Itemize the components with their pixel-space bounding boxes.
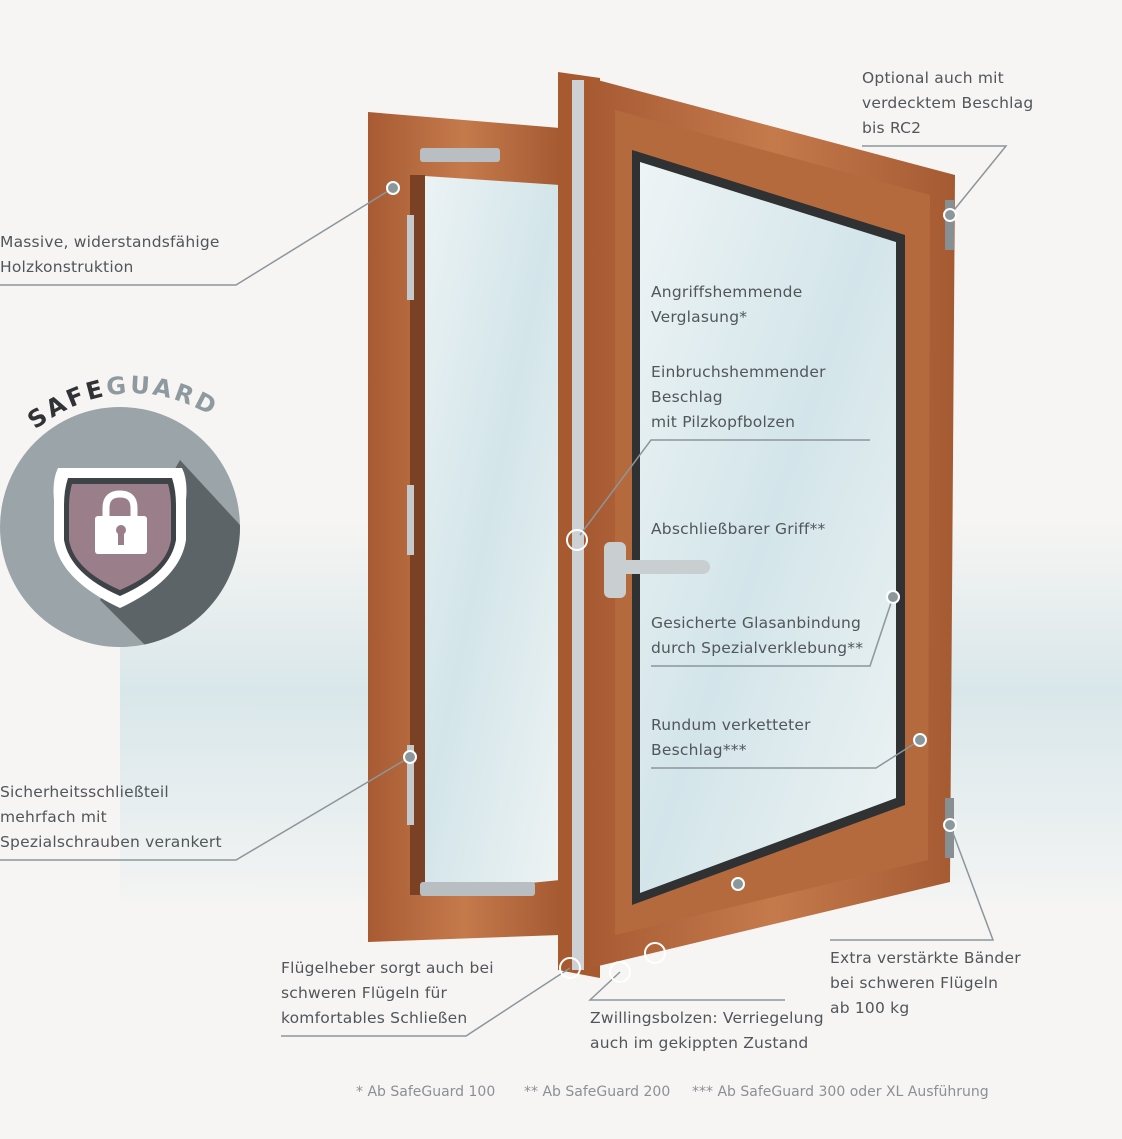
- label-line: bis RC2: [862, 119, 922, 137]
- label-line: Abschließbarer Griff**: [651, 520, 826, 538]
- label-line: Beschlag: [651, 388, 723, 406]
- label-line: auch im gekippten Zustand: [590, 1034, 809, 1052]
- label-glass-bonding: Gesicherte Glasanbindung durch Spezialver…: [651, 611, 863, 661]
- marker-rings: [559, 529, 666, 983]
- label-line: Rundum verketteter: [651, 716, 811, 734]
- label-line: Flügelheber sorgt auch bei: [281, 959, 494, 977]
- label-line: Spezialschrauben verankert: [0, 833, 222, 851]
- label-line: mit Pilzkopfbolzen: [651, 413, 796, 431]
- label-twin-bolts: Zwillingsbolzen: Verriegelung auch im gek…: [590, 1006, 824, 1056]
- label-line: Einbruchshemmender: [651, 363, 826, 381]
- label-line: Optional auch mit: [862, 69, 1004, 87]
- label-line: Massive, widerstandsfähige: [0, 233, 220, 251]
- label-lockable-handle: Abschließbarer Griff**: [651, 517, 825, 542]
- label-line: Angriffshemmende: [651, 283, 803, 301]
- hinge-hardware: [420, 148, 500, 162]
- hinge-hardware: [420, 882, 535, 896]
- label-line: ab 100 kg: [830, 999, 910, 1017]
- label-line: Zwillingsbolzen: Verriegelung: [590, 1009, 824, 1027]
- label-optional-concealed-fitting: Optional auch mit verdecktem Beschlag bis …: [862, 66, 1033, 141]
- label-line: Sicherheitsschließteil: [0, 783, 169, 801]
- hardware-rail: [572, 80, 584, 970]
- footnote-2: ** Ab SafeGuard 200: [524, 1084, 671, 1100]
- label-line: durch Spezialverklebung**: [651, 639, 864, 657]
- label-line: Extra verstärkte Bänder: [830, 949, 1021, 967]
- label-line: komfortables Schließen: [281, 1009, 468, 1027]
- label-line: schweren Flügeln für: [281, 984, 448, 1002]
- label-line: verdecktem Beschlag: [862, 94, 1034, 112]
- label-line: mehrfach mit: [0, 808, 107, 826]
- marker-dots: [386, 181, 957, 891]
- label-line: Verglasung*: [651, 308, 748, 326]
- lock-icon: [95, 490, 147, 554]
- window-frame: [368, 112, 560, 942]
- label-sash-lifter: Flügelheber sorgt auch bei schweren Flüge…: [281, 956, 494, 1031]
- label-reinforced-hinges: Extra verstärkte Bänder bei schweren Flüg…: [830, 946, 1021, 1021]
- label-line: Beschlag***: [651, 741, 747, 759]
- window-sash: [558, 72, 955, 978]
- label-line: Holzkonstruktion: [0, 258, 134, 276]
- safeguard-logo: SAFEGUARD: [0, 371, 240, 647]
- footnote-3: *** Ab SafeGuard 300 oder XL Ausführung: [692, 1084, 989, 1100]
- footnote-1: * Ab SafeGuard 100: [356, 1084, 496, 1100]
- leader-lines: [0, 145, 1008, 1037]
- label-line: Gesicherte Glasanbindung: [651, 614, 862, 632]
- label-line: bei schweren Flügeln: [830, 974, 999, 992]
